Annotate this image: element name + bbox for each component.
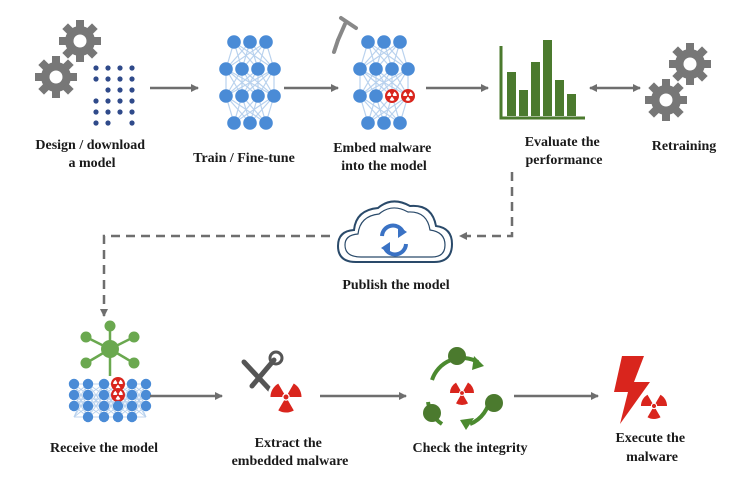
dashed-connector: [100, 172, 514, 317]
retraining-label: Retraining: [652, 139, 717, 154]
publish-label: Publish the model: [342, 278, 449, 293]
embed-label: Embed malware into the model: [333, 141, 435, 174]
infected-node-icon: [111, 388, 125, 402]
radiation-icon: [637, 390, 670, 423]
radiation-icon: [446, 378, 477, 409]
gear-icon: [645, 43, 711, 121]
evaluate-label: Evaluate the performance: [525, 135, 604, 168]
network-icon: [353, 35, 415, 130]
train-label: Train / Fine-tune: [193, 151, 295, 166]
check-label: Check the integrity: [412, 441, 527, 456]
radiation-icon: [266, 378, 305, 418]
infected-node-icon: [385, 89, 399, 103]
network-icon: [219, 35, 281, 130]
extract-label: Extract the embedded malware: [232, 436, 349, 469]
bar-chart-icon: [499, 40, 585, 120]
receive-label: Receive the model: [50, 441, 158, 456]
design-label: Design / download a model: [35, 138, 148, 171]
hub-icon: [80, 320, 140, 376]
network-icon: [68, 377, 152, 423]
design-step-icon: [35, 20, 135, 126]
infected-node-icon: [401, 89, 415, 103]
execute-label: Execute the malware: [615, 431, 688, 465]
gear-icon: [35, 20, 101, 98]
cloud-sync-icon: [336, 200, 454, 263]
tools-icon: [241, 350, 284, 395]
lightning-icon: [614, 356, 650, 424]
cycle-icon: [423, 347, 503, 430]
syringe-icon: [332, 16, 358, 54]
dot-matrix-icon: [93, 65, 135, 126]
